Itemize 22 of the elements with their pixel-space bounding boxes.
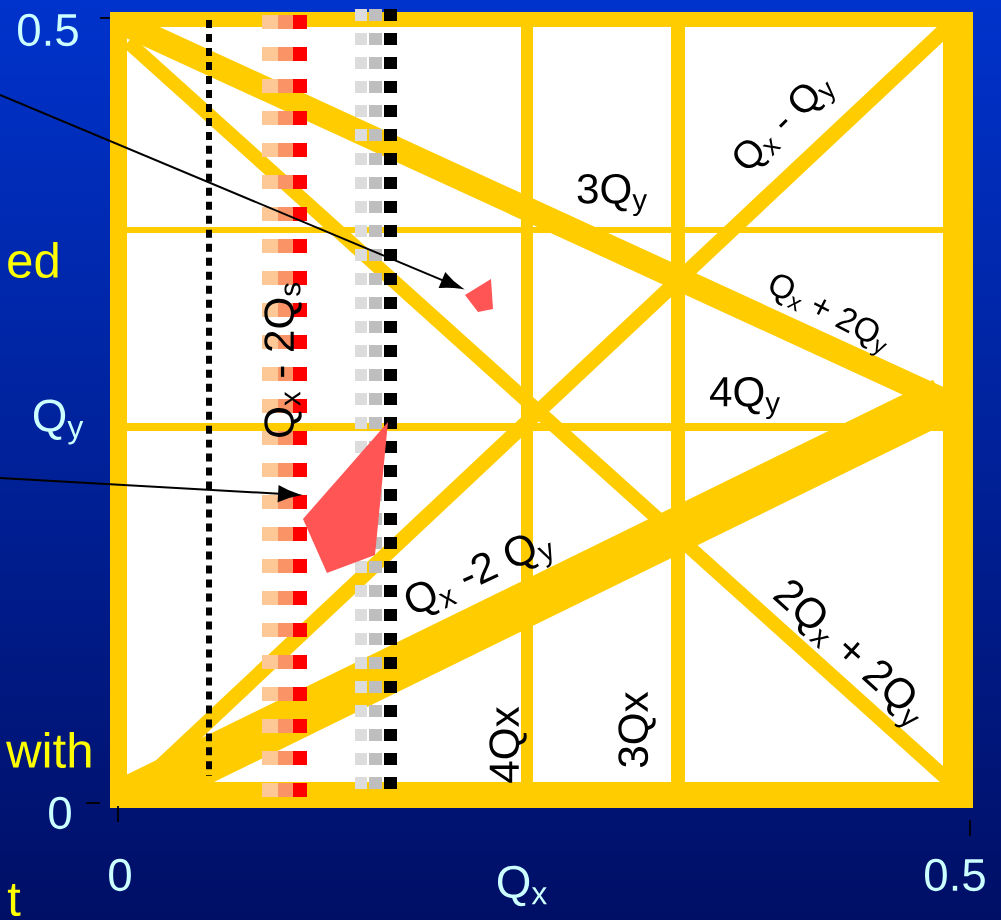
resonance-label: Q$_{x}$ -2 Q$_{y}$ [405,535,552,616]
resonance-label: Q$_{x}$ - Q$_{y}$ [734,81,835,169]
leader-arrow [0,94,462,289]
resonance-label: 3Qx [618,691,656,768]
resonance-label: 4Qx [489,706,527,783]
tick-label: 0 [49,796,71,830]
axis-label: Q$_{x}$ [497,865,547,907]
shaded-region [465,279,493,312]
slide-text: with [6,732,91,768]
shaded-region [303,422,388,573]
resonance-label: 4Q$_{y}$ [710,376,780,420]
resonance-label: Q$_{x}$ - 2Q$_{s}$ [264,283,302,437]
slide-text: t [7,883,21,917]
resonance-label: 2Q$_{x}$ + 2Q$_{y}$ [772,580,920,728]
tick-label: 0 [109,858,131,892]
tick-label: 0.5 [18,13,78,47]
leader-arrow [0,477,300,502]
tick-label: 0.5 [925,858,985,892]
resonance-label: 3Q$_{y}$ [577,173,647,217]
resonance-label: Q$_{x}$ + 2Q$_{y}$ [770,274,888,356]
slide-text: ed [8,241,58,279]
axis-label: Q$_{y}$ [33,399,84,445]
